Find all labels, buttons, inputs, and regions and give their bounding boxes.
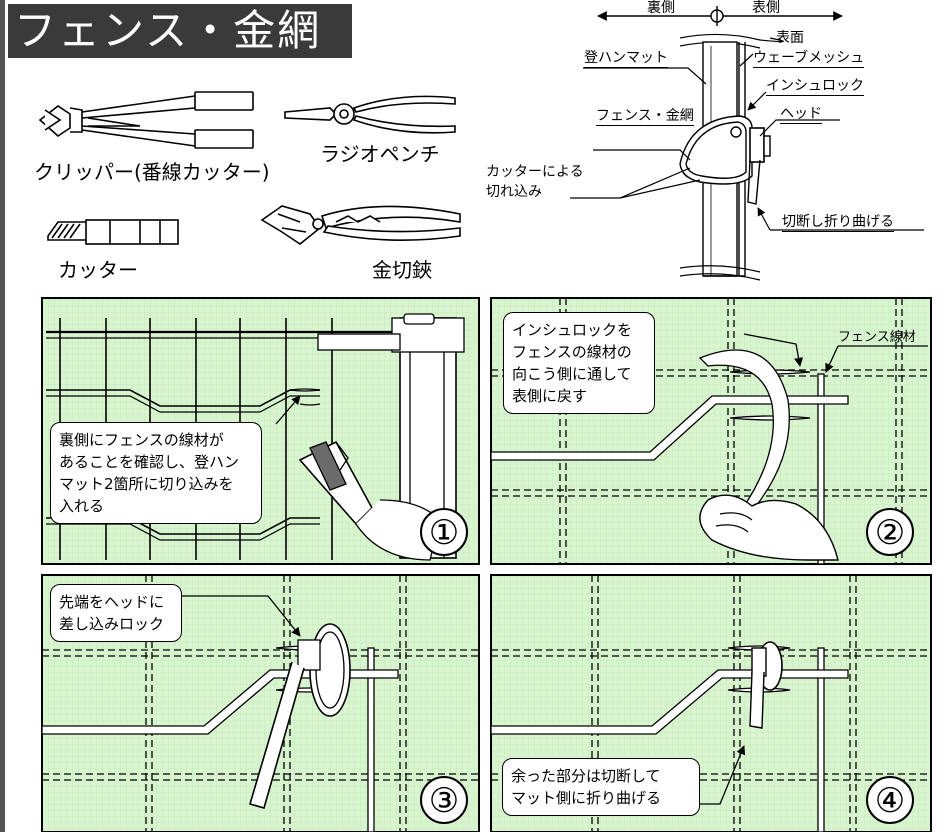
- label-insulock: インシュロック: [766, 78, 864, 96]
- left-edge-bar: [0, 0, 5, 832]
- label-wave-mesh: ウェーブメッシュ: [753, 50, 865, 68]
- step1-line-1: 裏側にフェンスの線材が: [59, 431, 224, 449]
- step3-line-1: 先端をヘッドに: [59, 593, 165, 611]
- tool-label-snips: 金切鋏: [372, 258, 432, 282]
- tool-label-clipper: クリッパー(番線カッター): [34, 160, 270, 184]
- label-cut-fold: 切断し折り曲げる: [782, 214, 894, 232]
- tool-label-cutter: カッター: [58, 258, 138, 282]
- page-title: フェンス・金網: [8, 4, 352, 58]
- step2-number: ②: [866, 508, 914, 556]
- radio-pliers-tool: [284, 95, 456, 134]
- step3-callout: 先端をヘッドに 差し込みロック: [50, 584, 182, 642]
- step3-drawing: [41, 575, 479, 832]
- step2-line-3: 向こう側に通して: [512, 365, 632, 383]
- label-surface: 表面: [776, 30, 804, 46]
- cutter-tool: [47, 219, 179, 245]
- section-leaders: [570, 53, 924, 231]
- label-back-side: 裏側: [647, 0, 675, 16]
- label-fence: フェンス・金網: [596, 108, 694, 126]
- step1-line-3: マット2箇所に切り込みを: [59, 475, 234, 493]
- step4-line-1: 余った部分は切断して: [511, 767, 661, 785]
- step2-line-4: 表側に戻す: [512, 387, 588, 405]
- step1-line-4: 入れる: [59, 497, 105, 515]
- step2-callout: インシュロックを フェンスの線材の 向こう側に通して 表側に戻す: [503, 312, 655, 414]
- step2-line-2: フェンスの線材の: [512, 343, 632, 361]
- step2-drawing: [490, 298, 931, 565]
- label-cut-notch-line2: 切れ込み: [486, 184, 542, 200]
- step4-drawing: [490, 575, 931, 832]
- step4-line-2: マット側に折り曲げる: [511, 789, 662, 807]
- step2-wire-label: フェンス線材: [838, 330, 916, 345]
- step3-line-2: 差し込みロック: [59, 615, 165, 633]
- step1-line-2: あることを確認し、登ハン: [59, 453, 240, 471]
- clipper-tool: [38, 91, 254, 149]
- step4-callout: 余った部分は切断して マット側に折り曲げる: [502, 758, 700, 816]
- step1-callout: 裏側にフェンスの線材が あることを確認し、登ハン マット2箇所に切り込みを 入れ…: [50, 422, 262, 524]
- label-front-side: 表側: [752, 0, 780, 16]
- label-mat: 登ハンマット: [584, 50, 668, 68]
- label-cut-notch-line1: カッターによる: [486, 164, 584, 180]
- step4-number: ④: [866, 776, 914, 824]
- step1-number: ①: [420, 508, 468, 556]
- section-diagram: [597, 6, 843, 281]
- tin-snips-tool: [260, 205, 461, 245]
- tool-label-pliers: ラジオペンチ: [320, 142, 440, 166]
- step2-line-1: インシュロックを: [512, 321, 633, 339]
- label-head: ヘッド: [780, 106, 822, 124]
- step3-number: ③: [420, 776, 468, 824]
